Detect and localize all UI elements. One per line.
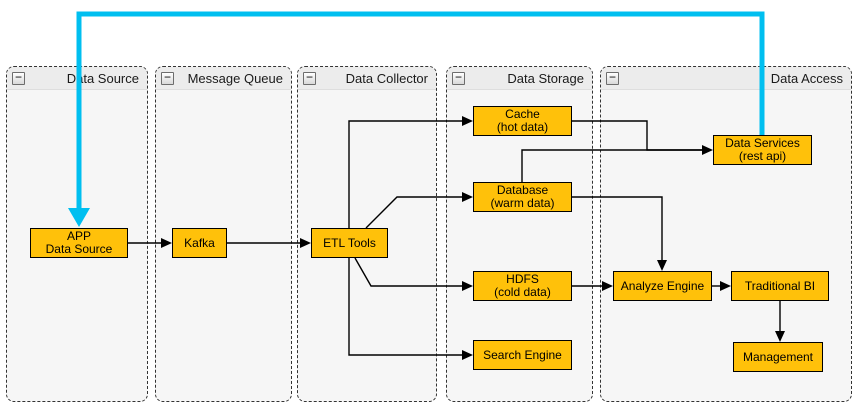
group-header: − Data Source bbox=[7, 67, 147, 90]
node-label: Analyze Engine bbox=[620, 278, 705, 293]
group-header: − Data Access bbox=[601, 67, 851, 90]
node-management[interactable]: Management bbox=[733, 342, 823, 372]
node-kafka[interactable]: Kafka bbox=[172, 228, 227, 258]
node-etl-tools[interactable]: ETL Tools bbox=[311, 228, 388, 258]
node-app-data-source[interactable]: APP Data Source bbox=[30, 228, 128, 258]
node-sublabel: (hot data) bbox=[496, 120, 549, 134]
node-label: Search Engine bbox=[483, 347, 562, 362]
minus-icon: − bbox=[454, 70, 462, 84]
node-label: Management bbox=[742, 349, 814, 364]
minus-icon: − bbox=[305, 70, 313, 84]
group-header: − Data Collector bbox=[298, 67, 436, 90]
collapse-button[interactable]: − bbox=[303, 70, 316, 85]
node-sublabel: Data Source bbox=[45, 242, 113, 256]
node-label: HDFS bbox=[506, 272, 539, 286]
group-title: Message Queue bbox=[187, 70, 283, 86]
collapse-button[interactable]: − bbox=[606, 70, 619, 85]
minus-icon: − bbox=[14, 70, 22, 84]
node-database[interactable]: Database (warm data) bbox=[473, 182, 572, 212]
node-analyze-engine[interactable]: Analyze Engine bbox=[613, 271, 712, 301]
node-search-engine[interactable]: Search Engine bbox=[473, 340, 572, 370]
node-hdfs[interactable]: HDFS (cold data) bbox=[473, 271, 572, 301]
group-header: − Message Queue bbox=[156, 67, 291, 90]
node-sublabel: (cold data) bbox=[494, 285, 551, 299]
node-label: Traditional BI bbox=[744, 278, 816, 293]
node-cache[interactable]: Cache (hot data) bbox=[473, 106, 572, 136]
node-label: ETL Tools bbox=[323, 235, 376, 250]
minus-icon: − bbox=[608, 70, 616, 84]
collapse-button[interactable]: − bbox=[12, 70, 25, 85]
minus-icon: − bbox=[163, 70, 171, 84]
group-title: Data Collector bbox=[345, 70, 428, 86]
node-sublabel: (warm data) bbox=[490, 196, 555, 210]
node-label: Kafka bbox=[184, 235, 215, 250]
collapse-button[interactable]: − bbox=[161, 70, 174, 85]
node-data-services[interactable]: Data Services (rest api) bbox=[713, 135, 812, 165]
group-header: − Data Storage bbox=[447, 67, 592, 90]
node-traditional-bi[interactable]: Traditional BI bbox=[731, 271, 829, 301]
collapse-button[interactable]: − bbox=[452, 70, 465, 85]
group-title: Data Source bbox=[66, 70, 139, 86]
node-sublabel: (rest api) bbox=[738, 149, 787, 163]
node-label: APP bbox=[66, 229, 91, 243]
group-title: Data Storage bbox=[507, 70, 584, 86]
group-title: Data Access bbox=[770, 70, 843, 86]
